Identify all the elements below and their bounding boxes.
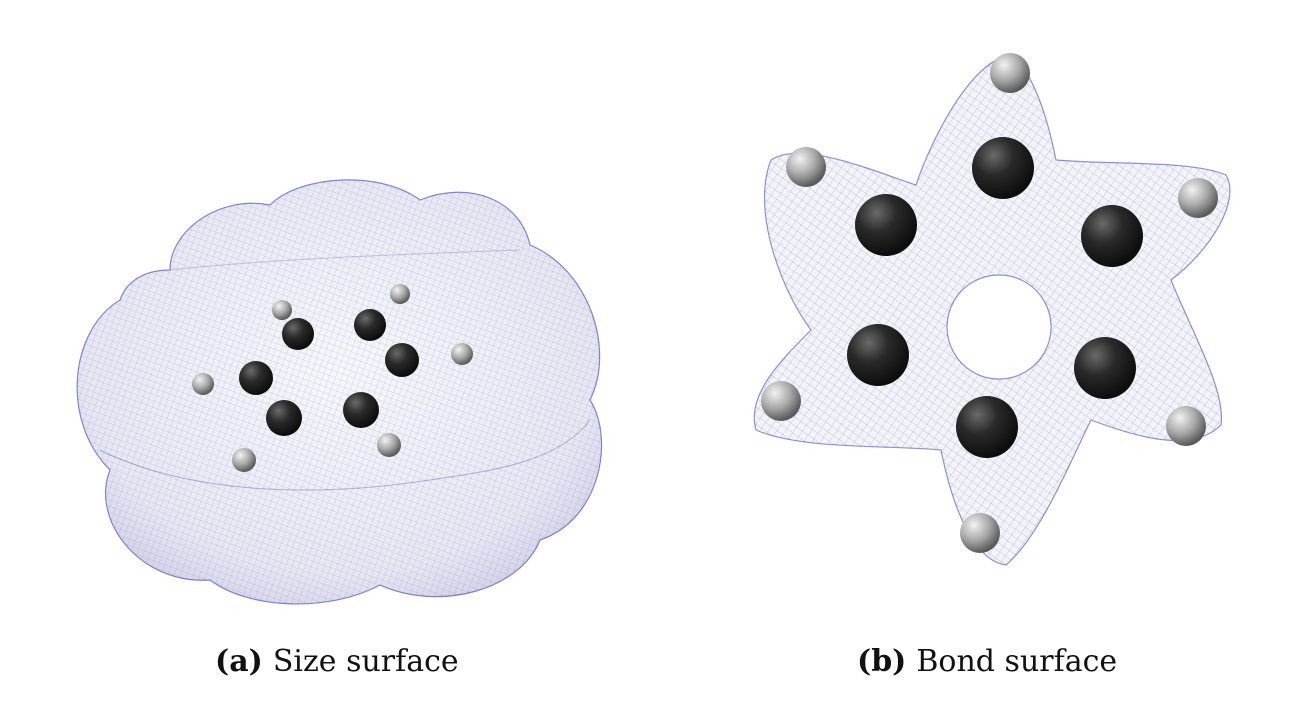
hydrogen-atom	[960, 513, 1000, 553]
carbon-atom	[343, 392, 379, 428]
caption-a: (a) Size surface	[215, 644, 459, 679]
hydrogen-atom	[761, 381, 801, 421]
hydrogen-atom	[192, 373, 214, 395]
bond-surface-hydrogen-atoms	[761, 53, 1218, 553]
caption-text: Bond surface	[916, 644, 1118, 679]
bond-surface-carbon-atoms	[847, 137, 1143, 458]
carbon-atom	[239, 361, 273, 395]
carbon-atom	[972, 137, 1034, 199]
caption-b: (b) Bond surface	[857, 644, 1117, 679]
bond-surface-star	[753, 54, 1231, 566]
carbon-atom	[385, 343, 419, 377]
carbon-atom	[266, 400, 302, 436]
hydrogen-atom	[232, 448, 256, 472]
size-surface-hydrogen-atoms	[192, 284, 473, 472]
size-surface-image	[76, 179, 603, 605]
carbon-atom	[855, 194, 917, 256]
carbon-atom	[1081, 205, 1143, 267]
carbon-atom	[1074, 337, 1136, 399]
hydrogen-atom	[377, 433, 401, 457]
carbon-atom	[847, 324, 909, 386]
size-surface-cloud	[76, 179, 603, 605]
hydrogen-atom	[1166, 406, 1206, 446]
hydrogen-atom	[272, 300, 292, 320]
carbon-atom	[956, 396, 1018, 458]
size-surface-carbon-atoms	[239, 309, 419, 436]
hydrogen-atom	[786, 147, 826, 187]
bond-surface-image	[753, 53, 1231, 566]
hydrogen-atom	[451, 343, 473, 365]
hydrogen-atom	[990, 53, 1030, 93]
caption-tag: (b)	[857, 644, 907, 679]
caption-text: Size surface	[272, 644, 459, 679]
hydrogen-atom	[390, 284, 410, 304]
hydrogen-atom	[1178, 178, 1218, 218]
panel-size-surface: (a) Size surface	[76, 179, 603, 679]
carbon-atom	[282, 318, 314, 350]
panel-bond-surface: (b) Bond surface	[651, 0, 1302, 714]
caption-tag: (a)	[215, 644, 263, 679]
carbon-atom	[354, 309, 386, 341]
